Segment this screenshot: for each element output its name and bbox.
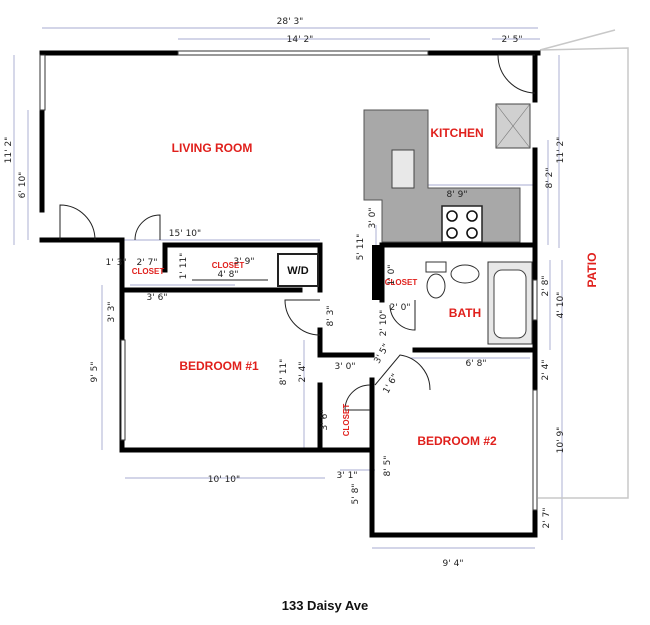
closet-a-label: CLOSET bbox=[132, 267, 165, 276]
dim-bed1-closet-h: 3' 3" bbox=[107, 302, 117, 323]
dim-bath-2-10: 2' 10" bbox=[379, 310, 389, 337]
dim-overall-width: 28' 3" bbox=[277, 17, 304, 27]
dim-living-width: 14' 2" bbox=[287, 35, 314, 45]
dim-bed1-2-4: 2' 4" bbox=[298, 362, 308, 383]
kitchen-label: KITCHEN bbox=[430, 126, 483, 140]
patio-label: PATIO bbox=[585, 253, 599, 288]
walls bbox=[39, 50, 541, 538]
dim-bed2-1-6: 1' 6" bbox=[382, 372, 401, 395]
bath-label: BATH bbox=[449, 306, 481, 320]
dim-right-height: 11' 2" bbox=[556, 137, 566, 164]
bath-sink bbox=[450, 264, 480, 284]
dim-bed1-bottom: 10' 10" bbox=[208, 475, 240, 485]
dim-bed2-2-4: 2' 4" bbox=[541, 360, 551, 381]
closet-bed2-label: CLOSET bbox=[342, 404, 351, 437]
wall-block bbox=[372, 245, 384, 300]
bedroom2-label: BEDROOM #2 bbox=[417, 434, 497, 448]
patio-outline bbox=[538, 29, 629, 499]
dim-3-9: 3' 9" bbox=[234, 257, 255, 267]
dim-kitchen-depth: 3' 0" bbox=[368, 208, 378, 229]
closet-b-label: CLOSET bbox=[212, 261, 245, 270]
dim-1-3: 1' 3" bbox=[106, 258, 127, 268]
dim-closet-3-1: 3' 1" bbox=[337, 471, 358, 481]
dimension-labels: 28' 3" 14' 2" 2' 5" 11' 2" 6' 10" 11' 2"… bbox=[4, 17, 566, 569]
dim-hall-width: 15' 10" bbox=[169, 229, 201, 239]
dim-left-height: 11' 2" bbox=[4, 137, 14, 164]
dim-bed1-3-0: 3' 0" bbox=[335, 362, 356, 372]
dim-2-7: 2' 7" bbox=[137, 258, 158, 268]
dim-bed2-right: 10' 9" bbox=[556, 427, 566, 454]
dim-bed1-8-3: 8' 3" bbox=[326, 306, 336, 327]
toilet bbox=[426, 273, 446, 299]
toilet-tank bbox=[425, 261, 447, 273]
bathtub-inner bbox=[493, 269, 527, 339]
stove-burners bbox=[446, 210, 478, 239]
dim-bed1-closet-w: 3' 6" bbox=[147, 293, 168, 303]
dimension-lines bbox=[13, 27, 563, 549]
dim-closet-5-8: 5' 8" bbox=[351, 484, 361, 505]
dim-bath-2-8: 2' 8" bbox=[541, 276, 551, 297]
wd-label: W/D bbox=[287, 265, 308, 277]
dim-kitchen-right: 8' 2" bbox=[545, 168, 555, 189]
dim-bed2-6-8: 6' 8" bbox=[466, 359, 487, 369]
living-room-label: LIVING ROOM bbox=[172, 141, 253, 155]
dim-closet-3-6: 3' 6" bbox=[320, 410, 330, 431]
dim-bath-2-0: 2' 0" bbox=[390, 303, 411, 313]
bedroom1-label: BEDROOM #1 bbox=[179, 359, 259, 373]
washer-dryer bbox=[277, 253, 319, 287]
sink bbox=[391, 149, 415, 189]
dim-bath-1-0: 1' 0" bbox=[387, 265, 397, 286]
dim-door-width: 2' 5" bbox=[502, 35, 523, 45]
dim-bed2-2-7: 2' 7" bbox=[542, 508, 552, 529]
dim-bath-3-5: 3' 5" bbox=[373, 342, 392, 365]
doors bbox=[59, 54, 536, 411]
dim-bed2-8-5: 8' 5" bbox=[383, 456, 393, 477]
dim-bath-4-10: 4' 10" bbox=[556, 292, 566, 319]
dim-1-11: 1' 11" bbox=[179, 253, 189, 280]
dim-kitchen-width: 8' 9" bbox=[447, 190, 468, 200]
dim-4-8: 4' 8" bbox=[218, 270, 239, 280]
dim-window-height: 6' 10" bbox=[18, 172, 28, 199]
dim-hall-height: 5' 11" bbox=[356, 234, 366, 261]
dim-bed2-bottom: 9' 4" bbox=[443, 559, 464, 569]
closet-bath-label: CLOSET bbox=[385, 278, 418, 287]
address-caption: 133 Daisy Ave bbox=[281, 598, 369, 613]
windows bbox=[39, 50, 538, 511]
dim-bed1-8-11: 8' 11" bbox=[279, 359, 289, 386]
dim-bed1-left: 9' 5" bbox=[90, 362, 100, 383]
